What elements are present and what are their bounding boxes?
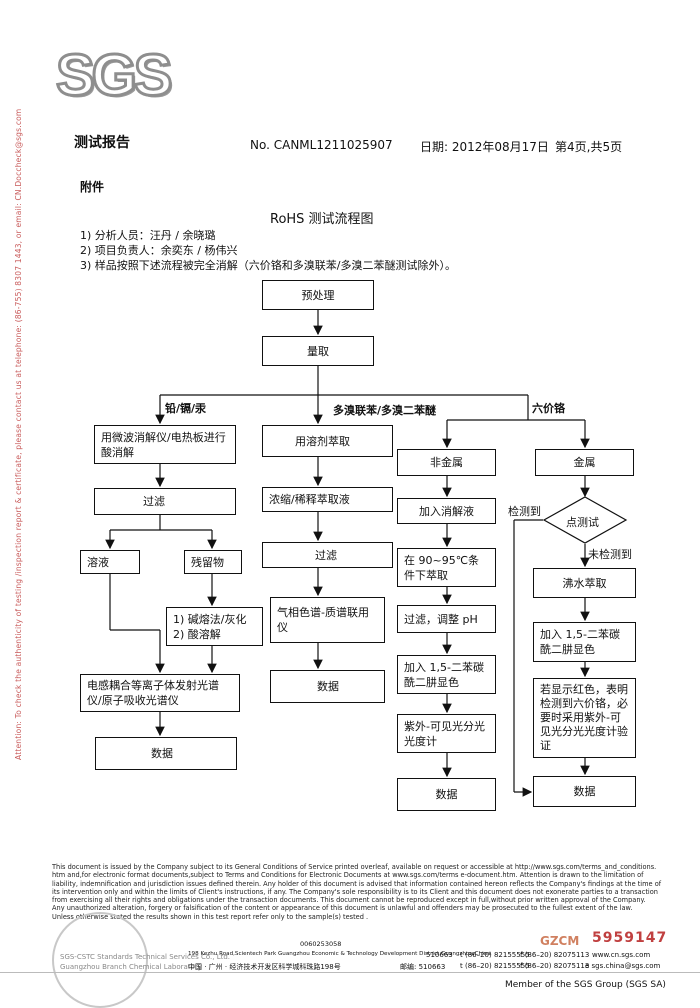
telephone-en: t (86–20) 82155555 bbox=[460, 951, 530, 959]
attachment-heading: 附件 bbox=[80, 180, 105, 194]
step-pretreatment: 预处理 bbox=[262, 280, 374, 310]
step-metal: 金属 bbox=[535, 449, 634, 476]
label-not-detected: 未检测到 bbox=[588, 548, 632, 561]
step-red-confirm: 若显示红色，表明检测到六价铬，必要时采用紫外-可见光分光光度计验证 bbox=[533, 678, 636, 758]
step-measure: 量取 bbox=[262, 336, 374, 366]
data-output-left: 数据 bbox=[95, 737, 237, 770]
step-filter-ph: 过滤，调整 pH bbox=[397, 605, 496, 633]
telephone-cn: t (86–20) 82155555 bbox=[460, 962, 530, 970]
address-cn: 中国 · 广州 · 经济技术开发区科学城科珠路198号 bbox=[188, 963, 341, 971]
disclaimer-line: Any unauthorized alteration, forgery or … bbox=[52, 904, 633, 913]
page-number: 第4页,共5页 bbox=[555, 140, 623, 154]
data-output-metal: 数据 bbox=[533, 776, 636, 807]
step-concentrate-dilute: 浓缩/稀释萃取液 bbox=[262, 487, 393, 512]
postcode-cn: 邮编: 510663 bbox=[400, 963, 446, 971]
step-icp-aas: 电感耦合等离子体发射光谱仪/原子吸收光谱仪 bbox=[80, 674, 240, 712]
company-name-en: SGS-CSTC Standards Technical Services Co… bbox=[60, 953, 231, 961]
step-gcms: 气相色谱-质谱联用仪 bbox=[270, 597, 385, 643]
sgs-logo: SGS bbox=[55, 42, 174, 110]
step-add-digest: 加入消解液 bbox=[397, 498, 496, 524]
label-detected: 检测到 bbox=[508, 505, 541, 518]
data-output-middle: 数据 bbox=[270, 670, 385, 703]
step-filter-middle: 过滤 bbox=[262, 542, 393, 568]
report-title: 测试报告 bbox=[74, 135, 130, 151]
footer-disclaimer: This document is issued by the Company s… bbox=[52, 863, 662, 921]
postcode-en: 510663 bbox=[426, 951, 453, 959]
step-microwave-digest: 用微波消解仪/电热板进行酸消解 bbox=[94, 425, 236, 464]
email: e sgs.china@sgs.com bbox=[585, 962, 661, 970]
disclaimer-line: from exercising all their rights and obl… bbox=[52, 896, 646, 905]
note-3: 3) 样品按照下述流程被完全消解（六价铬和多溴联苯/多溴二苯醚测试除外）。 bbox=[80, 259, 456, 272]
step-uv-vis: 紫外-可见光分光光度计 bbox=[397, 714, 496, 753]
document-code: 0060253058 bbox=[300, 940, 342, 948]
company-name-cn: Guangzhou Branch Chemical Laboratory bbox=[60, 963, 202, 971]
disclaimer-line: its intervention only and within the lim… bbox=[52, 887, 658, 896]
branch-label-pbb-pbde: 多溴联苯/多溴二苯醚 bbox=[333, 404, 437, 417]
step-boiling-water-extract: 沸水萃取 bbox=[533, 568, 636, 598]
step-residue: 残留物 bbox=[184, 550, 242, 574]
step-add-dpc-metal: 加入 1,5-二苯碳酰二肼显色 bbox=[533, 622, 636, 662]
branch-label-pb-cd-hg: 铅/镉/汞 bbox=[165, 402, 207, 415]
disclaimer-line: This document is issued by the Company s… bbox=[52, 863, 657, 871]
step-spot-test: 点测试 bbox=[566, 516, 599, 529]
report-number: No. CANML1211025907 bbox=[250, 138, 393, 152]
step-alkali-fusion: 1) 碱熔法/灰化 2) 酸溶解 bbox=[166, 607, 263, 646]
alkali-line-1: 1) 碱熔法/灰化 bbox=[173, 613, 247, 626]
footer-divider bbox=[0, 972, 700, 973]
fax-cn: f (86–20) 82075113 bbox=[520, 962, 590, 970]
step-extract-90-95: 在 90~95℃条件下萃取 bbox=[397, 548, 496, 587]
disclaimer-line: Unless otherwise stated the results show… bbox=[52, 912, 369, 921]
alkali-line-2: 2) 酸溶解 bbox=[173, 628, 221, 641]
step-solvent-extraction: 用溶剂萃取 bbox=[262, 425, 393, 457]
serial-number: 5959147 bbox=[592, 930, 668, 946]
step-add-dpc-nonmetal: 加入 1,5-二苯碳酰二肼显色 bbox=[397, 655, 496, 694]
note-1: 1) 分析人员：汪丹 / 余晓璐 bbox=[80, 229, 216, 242]
report-date: 日期: 2012年08月17日 bbox=[420, 140, 549, 154]
note-2: 2) 项目负责人：余奕东 / 杨伟兴 bbox=[80, 244, 238, 257]
gzcm-code: GZCM bbox=[540, 934, 580, 948]
disclaimer-line: htm and,for electronic format documents,… bbox=[52, 871, 644, 880]
step-solution: 溶液 bbox=[80, 550, 140, 574]
data-output-nonmetal: 数据 bbox=[397, 778, 496, 811]
branch-label-cr6: 六价铬 bbox=[532, 402, 565, 415]
website: www.cn.sgs.com bbox=[592, 951, 651, 959]
sgs-group-member: Member of the SGS Group (SGS SA) bbox=[505, 980, 666, 990]
disclaimer-line: liability, indemnification and jurisdict… bbox=[52, 879, 662, 888]
fax-en: f (86–20) 82075113 bbox=[520, 951, 590, 959]
address-en: 198 Kezhu Road,Scientech Park Guangzhou … bbox=[188, 951, 491, 957]
step-filter-left: 过滤 bbox=[94, 488, 236, 515]
flow-title: RoHS 测试流程图 bbox=[270, 212, 374, 227]
step-nonmetal: 非金属 bbox=[397, 449, 496, 476]
